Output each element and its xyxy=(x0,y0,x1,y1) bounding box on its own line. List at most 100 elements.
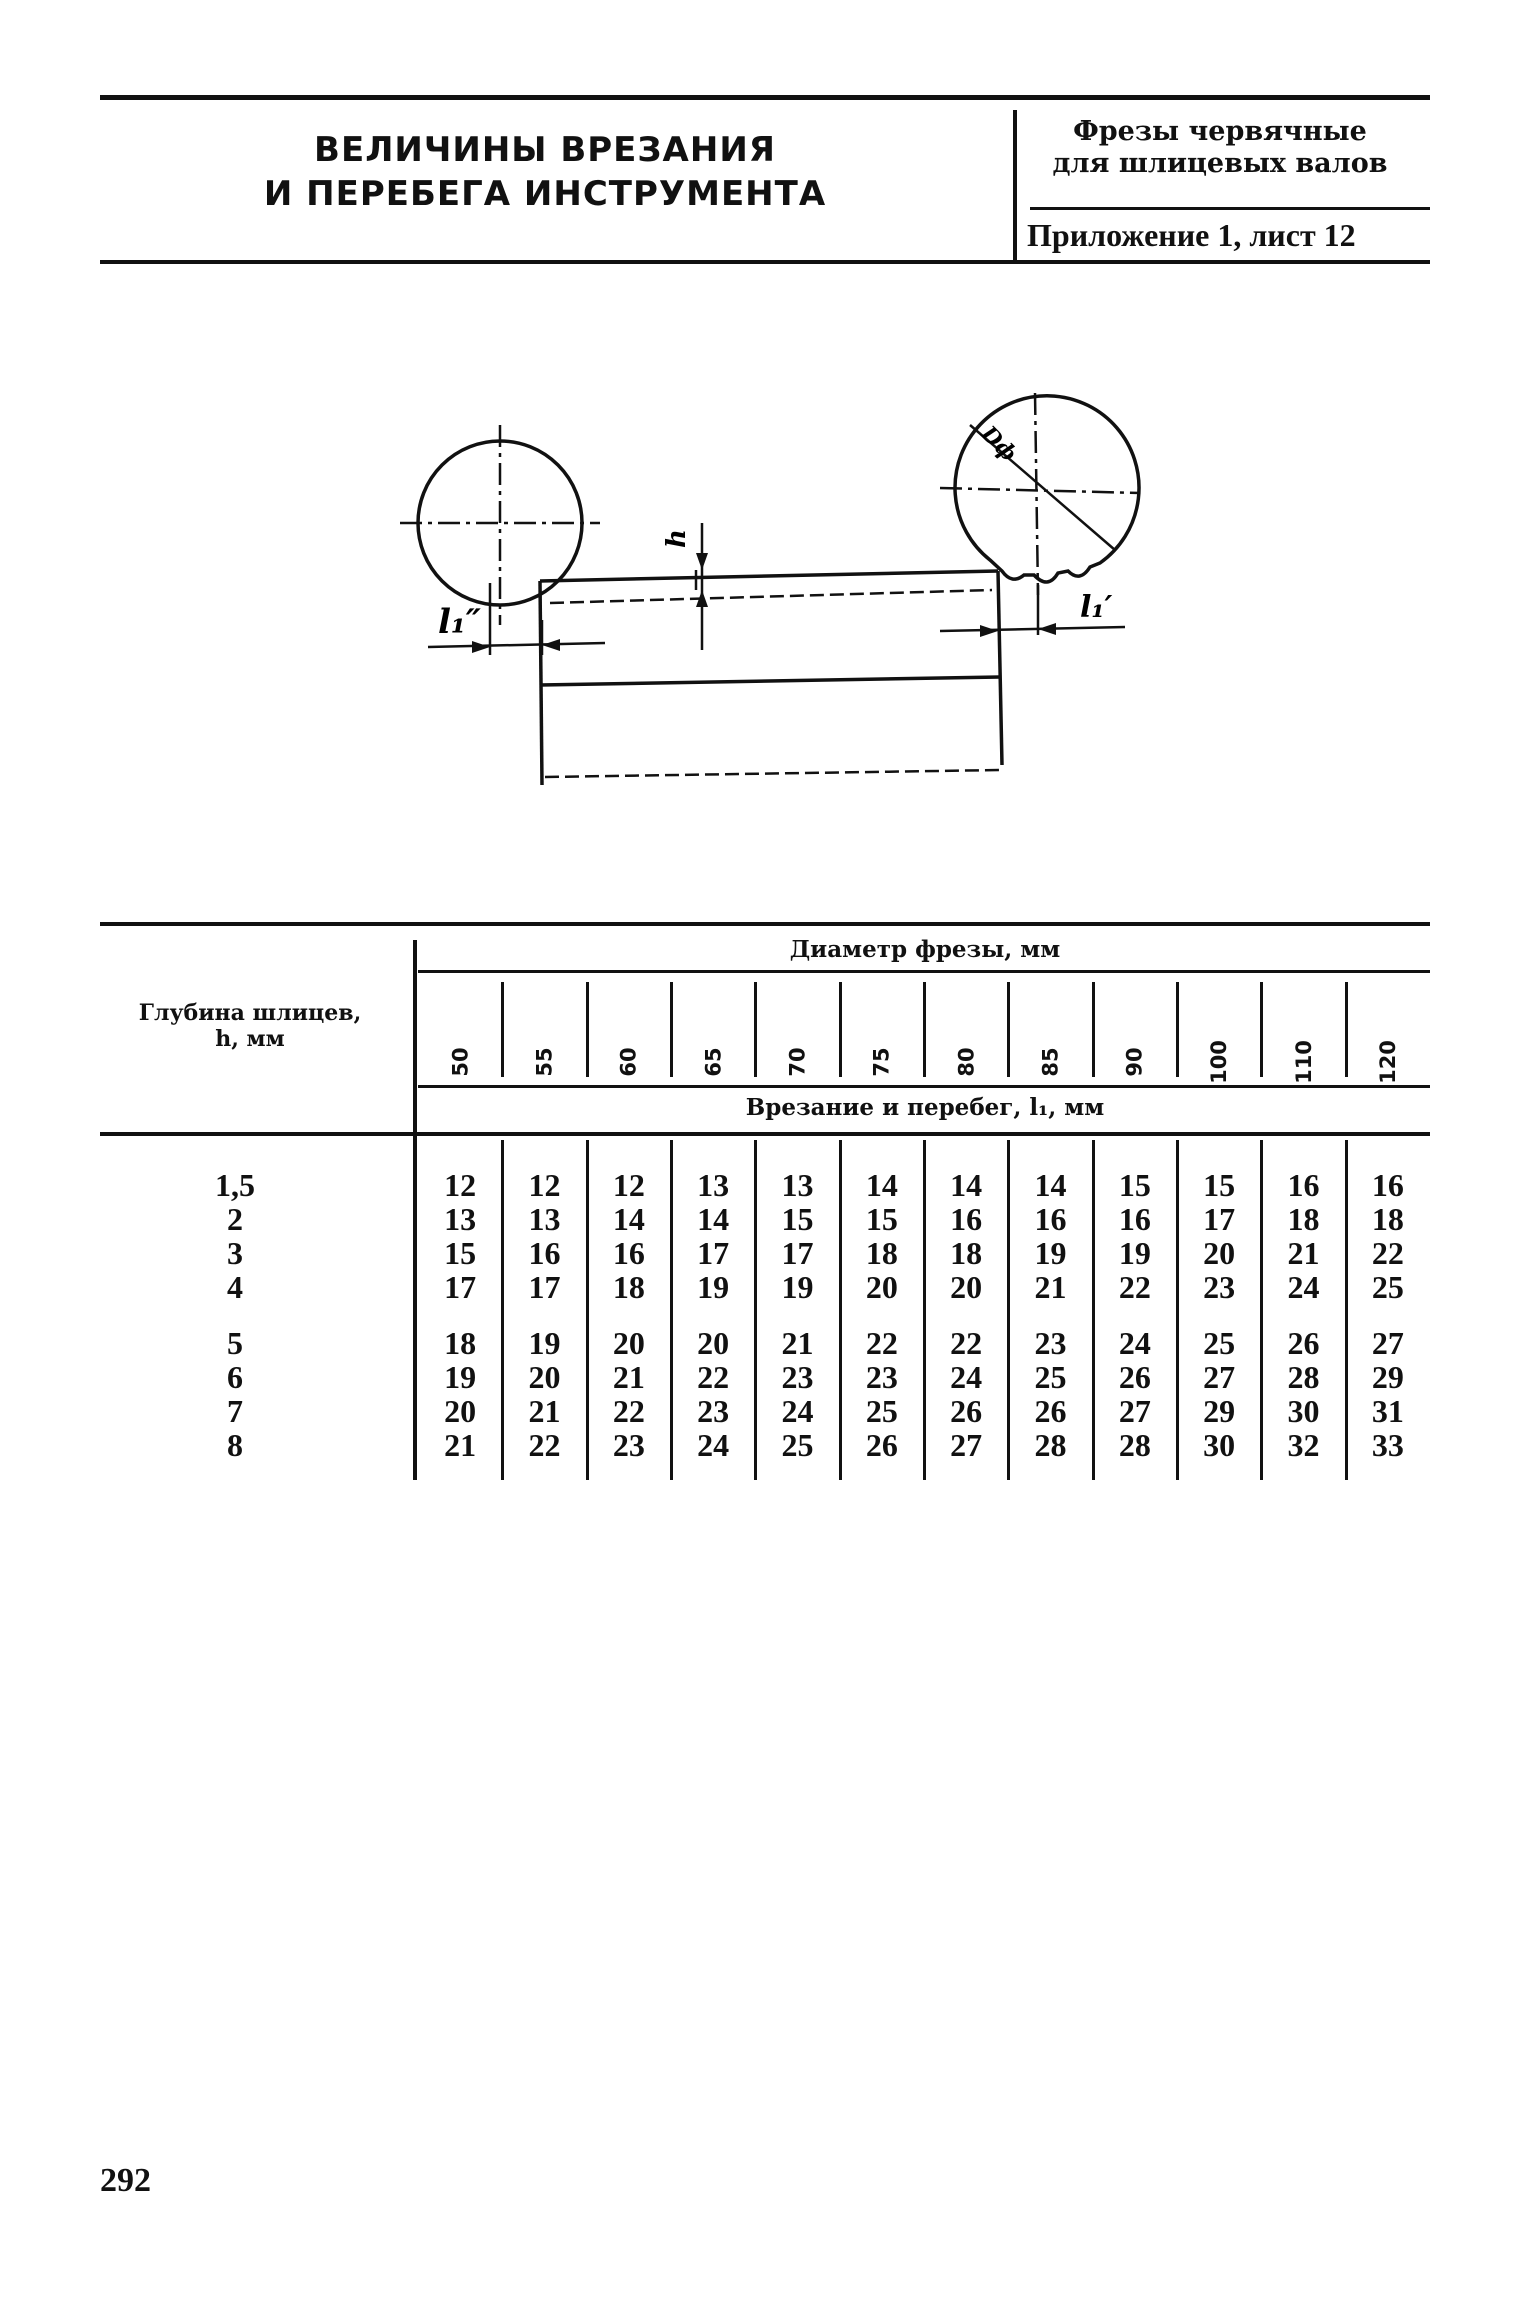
header-column-divider xyxy=(1344,982,1348,1077)
table-cell: 18 xyxy=(1371,1201,1404,1237)
table-cell: 23 xyxy=(865,1359,898,1395)
table-cell: 17 xyxy=(697,1235,730,1271)
header-column-divider xyxy=(1260,982,1264,1077)
table-cell: 25 xyxy=(1034,1359,1067,1395)
label-l-left: l₁″ xyxy=(438,602,481,642)
header-column-divider xyxy=(838,982,842,1077)
diameter-label-text: 55 xyxy=(532,1047,557,1077)
table-cell: 18 xyxy=(950,1235,983,1271)
table-cell: 14 xyxy=(950,1167,983,1203)
table-cell: 28 xyxy=(1287,1359,1320,1395)
table-cell: 26 xyxy=(1287,1325,1320,1361)
table-cell: 26 xyxy=(950,1393,983,1429)
table-cell: 18 xyxy=(865,1235,898,1271)
table-cell: 21 xyxy=(444,1427,477,1463)
table-cell: 22 xyxy=(528,1427,561,1463)
row-group-gap xyxy=(1011,1304,1091,1326)
appendix-label: Приложение 1, лист 12 xyxy=(1027,217,1356,253)
table-cell: 16 xyxy=(1034,1201,1067,1237)
table-cell: 13 xyxy=(528,1201,561,1237)
table-cell: 19 xyxy=(1034,1235,1067,1271)
page-number: 292 xyxy=(100,2162,151,2199)
table-cell: 21 xyxy=(528,1393,561,1429)
table-cell: 32 xyxy=(1287,1427,1320,1463)
table-cell: 16 xyxy=(950,1201,983,1237)
diameter-label: 90 xyxy=(1115,1012,1155,1112)
header-column-divider xyxy=(501,982,505,1077)
header-column-divider xyxy=(754,982,758,1077)
table-cell: 20 xyxy=(950,1269,983,1305)
header-column-divider xyxy=(1007,982,1011,1077)
diameter-label: 70 xyxy=(778,1012,818,1112)
table-cell: 14 xyxy=(697,1201,730,1237)
depth-cell: 5 xyxy=(227,1325,243,1361)
body-column-divider xyxy=(670,1140,673,1480)
table-cell: 22 xyxy=(865,1325,898,1361)
label-l-right: l₁′ xyxy=(1080,590,1113,625)
table-cell: 22 xyxy=(1371,1235,1404,1271)
row-group-gap xyxy=(926,1304,1006,1326)
table-cell: 20 xyxy=(865,1269,898,1305)
tool-path-drawing: h l₁″ l₁′ Dф xyxy=(400,392,1141,786)
row-group-gap xyxy=(505,1304,585,1326)
table-cell: 22 xyxy=(612,1393,645,1429)
row-group-gap xyxy=(842,1304,922,1326)
table-cell: 12 xyxy=(528,1167,561,1203)
body-column-divider xyxy=(838,1140,842,1480)
table-top-rule xyxy=(100,922,1430,926)
table-cell: 15 xyxy=(1203,1167,1236,1203)
diameter-label: 120 xyxy=(1368,1012,1408,1112)
row-group-gap xyxy=(200,1304,270,1326)
table-cell: 25 xyxy=(865,1393,898,1429)
table-cell: 15 xyxy=(1118,1167,1151,1203)
table-cell: 18 xyxy=(612,1269,645,1305)
diameter-label-text: 60 xyxy=(616,1047,641,1077)
table-cell: 26 xyxy=(1118,1359,1151,1395)
shaft-top-edge xyxy=(539,569,999,583)
depth-header-line-1: Глубина шлицев, xyxy=(138,1000,362,1026)
shaft-middle-line xyxy=(539,675,1001,687)
table-cell: 19 xyxy=(697,1269,730,1305)
spline-depth-dashed xyxy=(549,588,993,605)
table-cell: 23 xyxy=(697,1393,730,1429)
table-cell: 19 xyxy=(444,1359,477,1395)
table-cell: 30 xyxy=(1203,1427,1236,1463)
table-cell: 22 xyxy=(1118,1269,1151,1305)
diameter-label: 55 xyxy=(525,1012,565,1112)
body-column-divider xyxy=(1344,1140,1348,1480)
diameter-header-rule xyxy=(418,970,1430,973)
depth-cell: 4 xyxy=(227,1269,243,1305)
table-cell: 15 xyxy=(444,1235,477,1271)
table-cell: 17 xyxy=(781,1235,814,1271)
table-cell: 21 xyxy=(781,1325,814,1361)
table-cell: 19 xyxy=(781,1269,814,1305)
body-column-divider xyxy=(585,1140,589,1480)
table-cell: 12 xyxy=(612,1167,645,1203)
diameter-label-text: 70 xyxy=(785,1047,810,1077)
diameter-label: 80 xyxy=(946,1012,986,1112)
table-cell: 17 xyxy=(444,1269,477,1305)
table-cell: 17 xyxy=(528,1269,561,1305)
diameter-values-rule xyxy=(418,1085,1430,1088)
depth-column-divider xyxy=(413,940,417,1480)
table-cell: 14 xyxy=(865,1167,898,1203)
depth-cell: 2 xyxy=(227,1201,243,1237)
diameter-header: Диаметр фрезы, мм xyxy=(789,936,1061,963)
row-group-gap xyxy=(1095,1304,1175,1326)
header-vertical-divider xyxy=(1013,110,1017,260)
header-top-rule xyxy=(100,95,1430,100)
table-cell: 25 xyxy=(1371,1269,1404,1305)
table-cell: 16 xyxy=(528,1235,561,1271)
diameter-label-text: 80 xyxy=(954,1047,979,1077)
depth-cell: 6 xyxy=(227,1359,243,1395)
row-group-gap xyxy=(1179,1304,1259,1326)
